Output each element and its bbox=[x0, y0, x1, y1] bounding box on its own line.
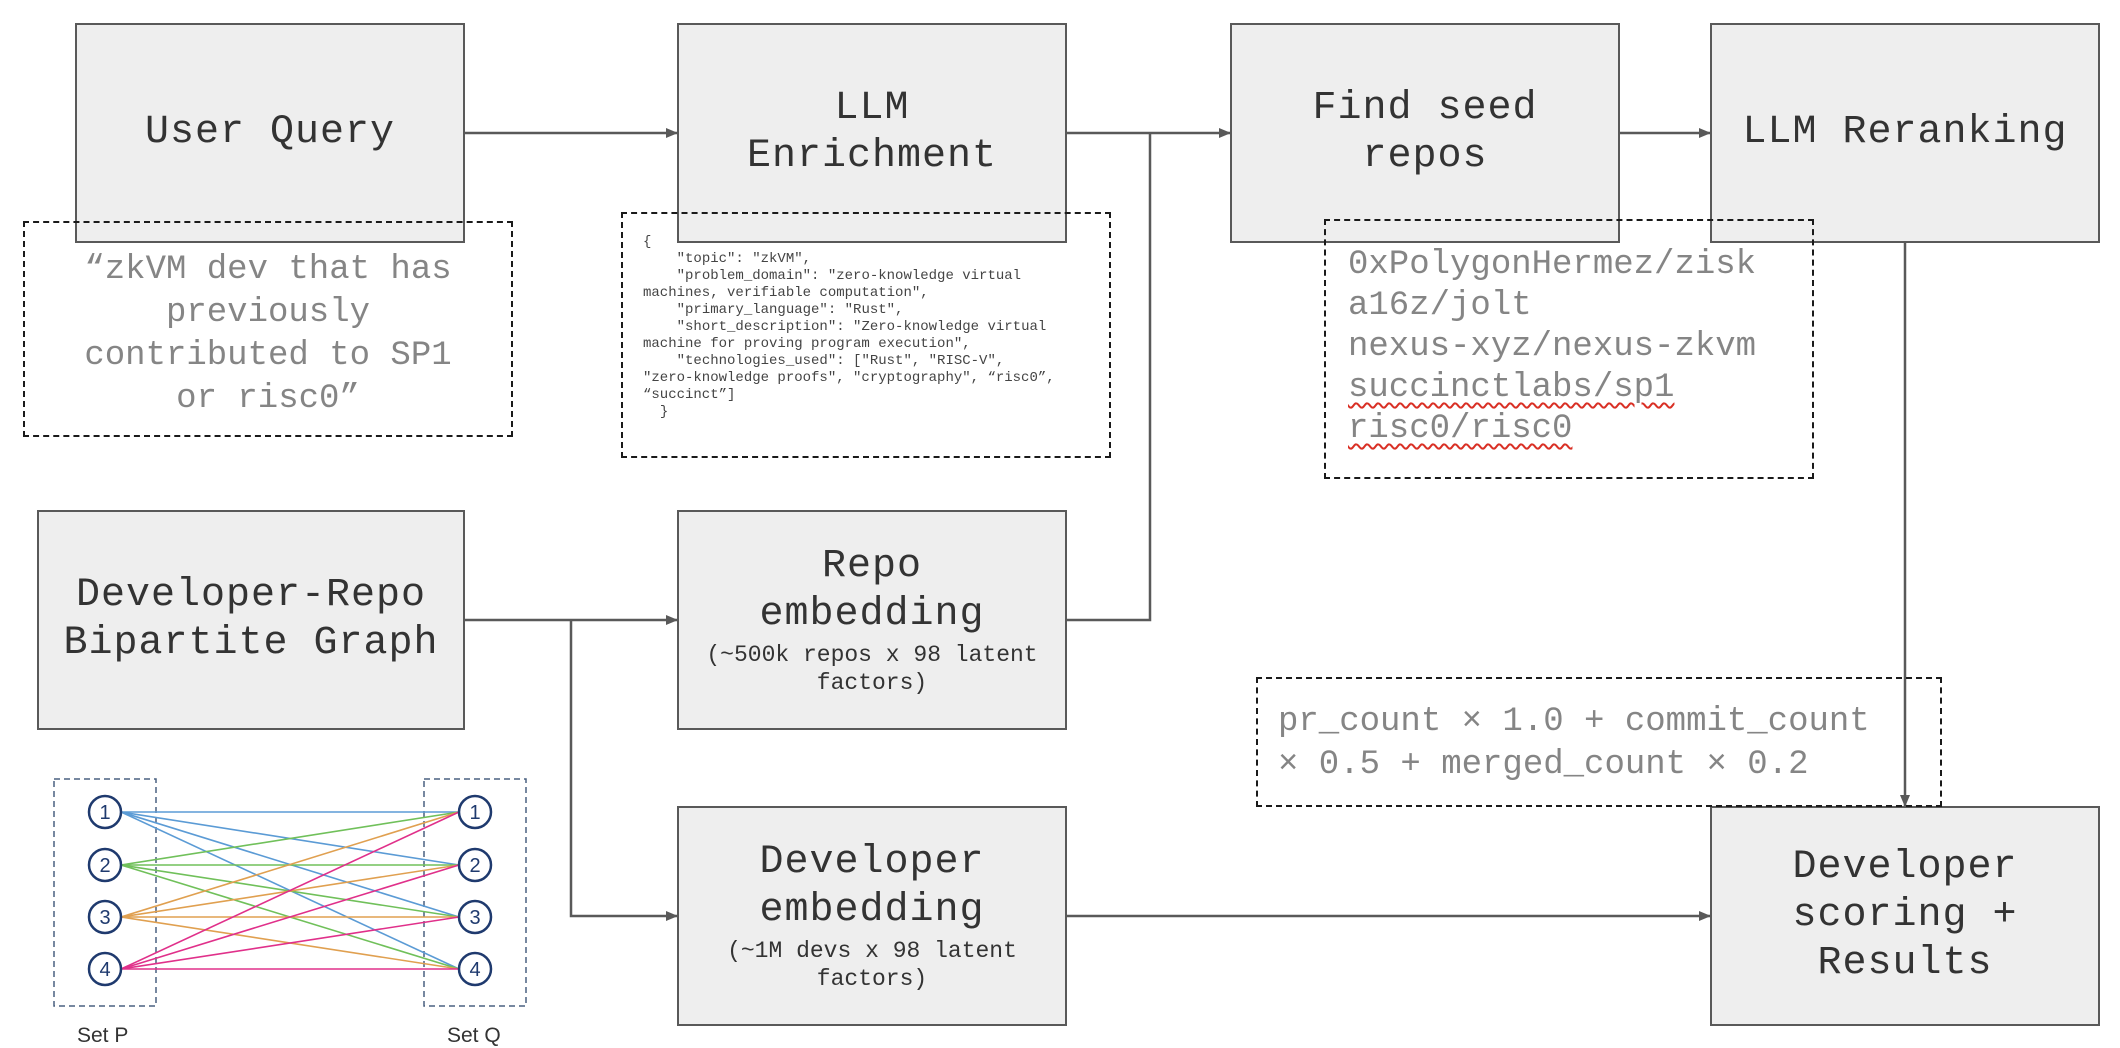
svg-text:2: 2 bbox=[99, 855, 110, 877]
enrichment-json-note: { "topic": "zkVM", "problem_domain": "ze… bbox=[621, 212, 1111, 458]
seed-repo-item: a16z/jolt bbox=[1348, 287, 1532, 325]
set-q-frame bbox=[423, 778, 527, 1007]
bipartite-graph-box: Developer-Repo Bipartite Graph bbox=[37, 510, 465, 730]
repo-embedding-title: Repo embedding bbox=[759, 544, 985, 637]
set-q-node: 4 bbox=[457, 951, 493, 987]
set-p-node: 2 bbox=[87, 847, 123, 883]
llm-reranking-title: LLM Reranking bbox=[1742, 110, 2068, 155]
svg-text:1: 1 bbox=[99, 802, 110, 824]
developer-embedding-title: Developer embedding bbox=[759, 840, 985, 933]
scoring-formula-note: pr_count × 1.0 + commit_count × 0.5 + me… bbox=[1256, 677, 1942, 807]
bipartite-edge bbox=[120, 811, 460, 866]
svg-text:4: 4 bbox=[469, 959, 480, 981]
set-p-frame bbox=[53, 778, 157, 1007]
set-q-node: 2 bbox=[457, 847, 493, 883]
developer-scoring-title: Developer scoring + Results bbox=[1792, 845, 2018, 986]
developer-embedding-box: Developer embedding (~1M devs x 98 laten… bbox=[677, 806, 1067, 1026]
svg-text:1: 1 bbox=[469, 802, 480, 824]
bipartite-graph-illustration: 1 2 3 4 1 2 3 4 bbox=[53, 778, 527, 1007]
seed-repos-note: 0xPolygonHermez/zisk a16z/jolt nexus-xyz… bbox=[1324, 219, 1814, 479]
bipartite-edge bbox=[120, 864, 460, 970]
developer-embedding-subtitle: (~1M devs x 98 latent factors) bbox=[727, 938, 1017, 992]
seed-repo-item: nexus-xyz/nexus-zkvm bbox=[1348, 328, 1757, 366]
find-seed-repos-box: Find seed repos bbox=[1230, 23, 1620, 243]
bipartite-edge bbox=[120, 811, 460, 918]
bipartite-graph-title: Developer-Repo Bipartite Graph bbox=[63, 573, 439, 666]
arrow-graph-to-dev-embedding bbox=[569, 620, 678, 921]
bipartite-edges bbox=[120, 811, 460, 970]
repo-embedding-subtitle: (~500k repos x 98 latent factors) bbox=[706, 642, 1038, 696]
user-query-title: User Query bbox=[144, 110, 396, 155]
set-q-node: 3 bbox=[457, 899, 493, 935]
set-q-label: Set Q bbox=[447, 1024, 501, 1047]
find-seed-repos-title: Find seed repos bbox=[1312, 86, 1538, 179]
query-text-note: “zkVM dev that has previously contribute… bbox=[23, 221, 513, 437]
llm-reranking-box: LLM Reranking bbox=[1710, 23, 2100, 243]
set-p-node: 4 bbox=[87, 951, 123, 987]
set-q-node: 1 bbox=[457, 794, 493, 830]
svg-text:3: 3 bbox=[99, 907, 110, 929]
llm-enrichment-title: LLM Enrichment bbox=[746, 86, 998, 179]
user-query-box: User Query bbox=[75, 23, 465, 243]
bipartite-edge bbox=[120, 916, 460, 970]
bipartite-edge bbox=[120, 811, 460, 970]
set-p-label: Set P bbox=[77, 1024, 129, 1047]
repo-embedding-box: Repo embedding (~500k repos x 98 latent … bbox=[677, 510, 1067, 730]
set-p-node: 1 bbox=[87, 794, 123, 830]
seed-repo-item: succinctlabs/sp1 bbox=[1348, 369, 1675, 407]
llm-enrichment-box: LLM Enrichment bbox=[677, 23, 1067, 243]
svg-text:3: 3 bbox=[469, 907, 480, 929]
seed-repo-item: 0xPolygonHermez/zisk bbox=[1348, 246, 1757, 284]
seed-repo-item: risc0/risc0 bbox=[1348, 410, 1573, 448]
developer-scoring-box: Developer scoring + Results bbox=[1710, 806, 2100, 1026]
set-p-node: 3 bbox=[87, 899, 123, 935]
svg-text:2: 2 bbox=[469, 855, 480, 877]
svg-text:4: 4 bbox=[99, 959, 110, 981]
arrow-repo-embedding-to-seed bbox=[1067, 133, 1152, 622]
bipartite-nodes: 1 2 3 4 1 2 3 4 bbox=[87, 794, 493, 987]
